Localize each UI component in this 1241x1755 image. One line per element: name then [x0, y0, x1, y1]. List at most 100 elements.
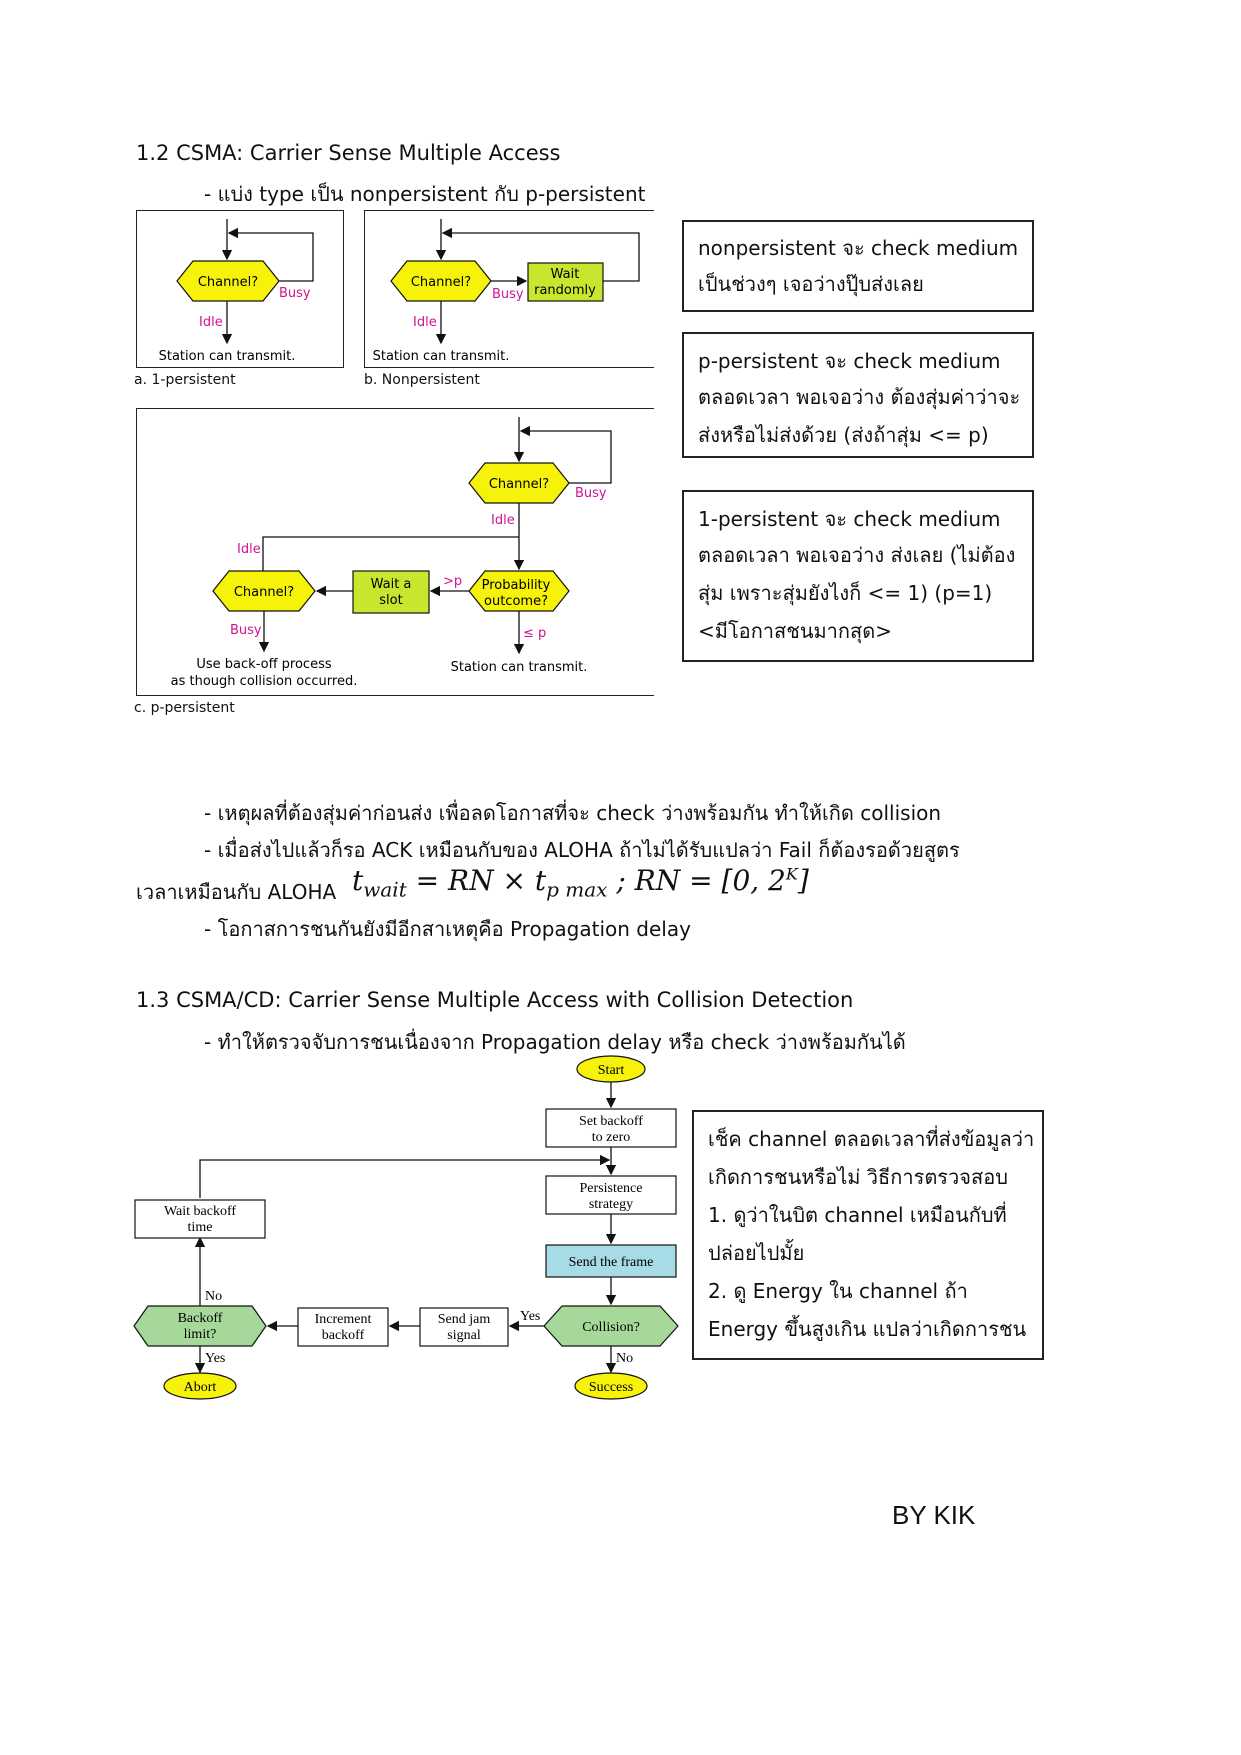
prob-line1: Probability [482, 578, 551, 593]
channel-top-label: Channel? [489, 477, 549, 492]
backoff-limit-decision [133, 1305, 267, 1347]
formula-k-sup: K [785, 864, 798, 884]
note-line: ส่งหรือไม่ส่งด้วย (ส่งถ้าสุ่ม <= p) [698, 423, 989, 447]
success-label: Success [589, 1380, 633, 1395]
note-line: เป็นช่วงๆ เจอว่างปุ๊บส่งเลย [698, 272, 924, 296]
set-backoff-line1: Set backoff [579, 1114, 643, 1129]
persistence-line2: strategy [589, 1197, 633, 1212]
section-13-bullet: - ทำให้ตรวจจับการชนเนื่องจาก Propagation… [204, 1030, 906, 1054]
formula-wait-sub: wait [363, 877, 407, 902]
increment-line2: backoff [322, 1328, 365, 1343]
idle-left-label: Idle [237, 542, 261, 557]
flowchart-p-persistent: Channel? Busy Idle Idle Probability outc… [171, 417, 612, 689]
gt-p-label: >p [443, 574, 462, 589]
busy-left-label: Busy [230, 623, 262, 638]
paragraph-ack-cont: เวลาเหมือนกับ ALOHA [136, 880, 337, 904]
flowchart-nonpersistent: Channel? Busy Wait randomly Idle Station… [373, 219, 640, 364]
csma-cd-flowchart: Start Set backoff to zero Persistence st… [133, 1055, 679, 1400]
idle-left-line [257, 536, 519, 581]
collision-label: Collision? [582, 1320, 640, 1335]
section-12-bullet: - แบ่ง type เป็น nonpersistent กับ p-per… [204, 182, 646, 206]
formula-eq1: = RN × t [406, 864, 547, 897]
note-line: ตลอดเวลา พอเจอว่าง ส่งเลย (ไม่ต้อง [698, 543, 1016, 567]
wait-line1: Wait [551, 267, 580, 282]
channel-left-label: Channel? [234, 585, 294, 600]
increment-line1: Increment [315, 1312, 372, 1327]
note-line: <มีโอกาสชนมากสุด> [698, 619, 892, 643]
transmit-label: Station can transmit. [373, 349, 510, 364]
figure-1-persistent: Channel? Busy Idle Station can transmit. [136, 210, 344, 368]
figure-c-caption: c. p-persistent [134, 700, 235, 716]
busy-loop-arrow [227, 227, 314, 282]
note-line: 1-persistent จะ check medium [698, 507, 1001, 531]
note-line: p-persistent จะ check medium [698, 349, 1001, 373]
loop-arrow [441, 227, 640, 282]
figure-p-persistent: Channel? Busy Idle Idle Probability outc… [136, 408, 654, 696]
wait-formula: twait = RN × tp max ; RN = [0, 2K] [352, 864, 809, 902]
wait-slot-line1: Wait a [371, 577, 412, 592]
set-backoff-box [545, 1108, 677, 1148]
busy-label: Busy [279, 286, 311, 301]
jam-line2: signal [447, 1328, 481, 1343]
backoff-line1: Use back-off process [196, 657, 331, 672]
note-csma-cd: เช็ค channel ตลอดเวลาที่ส่งข้อมูลว่า เกิ… [692, 1110, 1044, 1360]
wait-line2: randomly [534, 283, 596, 298]
note-nonpersistent: nonpersistent จะ check medium เป็นช่วงๆ … [682, 220, 1034, 312]
figure-nonpersistent: Channel? Busy Wait randomly Idle Station… [364, 210, 654, 368]
set-backoff-line2: to zero [592, 1130, 630, 1145]
busy-label: Busy [492, 287, 524, 302]
note-line: ปล่อยไปมั้ย [708, 1241, 805, 1265]
persistence-box [545, 1175, 677, 1215]
wait-backoff-line2: time [188, 1220, 213, 1235]
limit-line1: Backoff [178, 1311, 223, 1326]
send-frame-label: Send the frame [569, 1255, 654, 1270]
wait-backoff-box [134, 1199, 266, 1239]
note-p-persistent: p-persistent จะ check medium ตลอดเวลา พอ… [682, 332, 1034, 458]
persistence-line1: Persistence [580, 1181, 643, 1196]
wait-slot-box [352, 570, 430, 614]
note-line: ตลอดเวลา พอเจอว่าง ต้องสุ่มค่าว่าจะ [698, 385, 1021, 409]
note-1-persistent: 1-persistent จะ check medium ตลอดเวลา พอ… [682, 490, 1034, 662]
note-line: เกิดการชนหรือไม่ วิธีการตรวจสอบ [708, 1165, 1008, 1189]
note-line: สุ่ม เพราะสุ่มยังไงก็ <= 1) (p=1) [698, 581, 993, 605]
retry-loop-arrow [199, 1154, 611, 1198]
section-12-heading: 1.2 CSMA: Carrier Sense Multiple Access [136, 141, 561, 165]
note-line: 2. ดู Energy ใน channel ถ้า [708, 1279, 968, 1303]
note-line: Energy ขึ้นสูงเกิน แปลว่าเกิดการชน [708, 1317, 1027, 1341]
abort-terminal [163, 1372, 237, 1400]
paragraph-reason: - เหตุผลที่ต้องสุ่มค่าก่อนส่ง เพื่อลดโอก… [204, 801, 942, 825]
flowchart-1-persistent: Channel? Busy Idle Station can transmit. [159, 219, 314, 364]
prob-line2: outcome? [484, 594, 548, 609]
send-frame-box [545, 1244, 677, 1278]
formula-sep: ; RN = [0, 2 [607, 864, 786, 897]
no-collision-label: No [616, 1351, 633, 1366]
channel-label: Channel? [411, 275, 471, 290]
paragraph-propagation: - โอกาสการชนกันยังมีอีกสาเหตุคือ Propaga… [204, 917, 691, 941]
wait-backoff-line1: Wait backoff [164, 1204, 236, 1219]
yes-collision-label: Yes [520, 1309, 540, 1324]
idle-label: Idle [413, 315, 437, 330]
author-signature: BY KIK [892, 1500, 976, 1530]
success-terminal [574, 1372, 648, 1400]
transmit-label: Station can transmit. [451, 660, 588, 675]
probability-decision [468, 570, 570, 612]
figure-b-caption: b. Nonpersistent [364, 372, 480, 388]
start-label: Start [598, 1063, 625, 1078]
section-13-heading: 1.3 CSMA/CD: Carrier Sense Multiple Acce… [136, 988, 854, 1012]
abort-label: Abort [184, 1380, 217, 1395]
paragraph-ack: - เมื่อส่งไปแล้วก็รอ ACK เหมือนกับของ AL… [204, 838, 960, 862]
channel-label: Channel? [198, 275, 258, 290]
wait-randomly-box [527, 262, 604, 302]
formula-pmax-sub: p max [546, 877, 608, 902]
formula-close: ] [797, 864, 809, 897]
idle-label: Idle [199, 315, 223, 330]
le-p-label: ≤ p [523, 626, 546, 641]
figure-a-caption: a. 1-persistent [134, 372, 236, 388]
channel-decision [176, 260, 280, 302]
channel-left-decision [212, 570, 316, 612]
yes-limit-label: Yes [205, 1351, 225, 1366]
busy-top-loop [519, 425, 612, 484]
limit-line2: limit? [184, 1327, 217, 1342]
note-line: 1. ดูว่าในบิต channel เหมือนกับที่ [708, 1203, 1007, 1227]
increment-backoff-box [297, 1307, 389, 1347]
